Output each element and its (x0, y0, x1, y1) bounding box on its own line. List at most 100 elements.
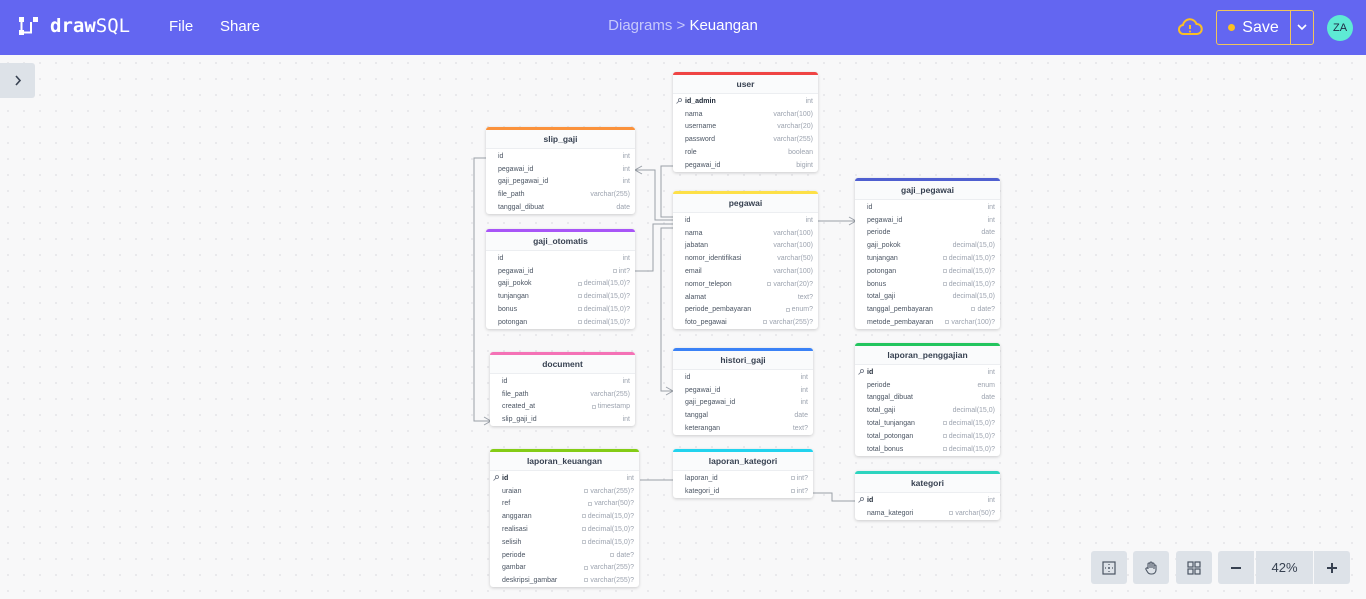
table-header[interactable]: gaji_pegawai (855, 178, 1000, 200)
app-logo[interactable]: drawSQL (18, 15, 130, 37)
table-header[interactable]: laporan_kategori (673, 449, 813, 471)
menu-file[interactable]: File (169, 18, 194, 35)
table-header[interactable]: kategori (855, 471, 1000, 493)
table-header[interactable]: slip_gaji (486, 127, 635, 149)
cloud-warning-icon[interactable] (1177, 16, 1203, 43)
save-button[interactable]: Save (1216, 10, 1291, 45)
pan-mode-button[interactable] (1133, 551, 1169, 584)
table-header[interactable]: histori_gaji (673, 348, 813, 370)
table-header[interactable]: document (490, 352, 635, 374)
table-header[interactable]: gaji_otomatis (486, 229, 635, 251)
table-header[interactable]: pegawai (673, 191, 818, 213)
table-header[interactable]: user (673, 72, 818, 94)
table-header[interactable]: laporan_penggajian (855, 343, 1000, 365)
save-options-dropdown[interactable] (1290, 10, 1314, 45)
zoom-in-button[interactable] (1314, 551, 1350, 584)
auto-layout-button[interactable] (1176, 551, 1212, 584)
zoom-out-button[interactable] (1218, 551, 1254, 584)
breadcrumb-diagrams-link[interactable]: Diagrams > (608, 17, 686, 34)
diagram-title[interactable]: Keuangan (689, 17, 758, 34)
avatar[interactable]: ZA (1327, 15, 1353, 41)
menu-share[interactable]: Share (220, 18, 261, 35)
fit-view-button[interactable] (1091, 551, 1127, 584)
